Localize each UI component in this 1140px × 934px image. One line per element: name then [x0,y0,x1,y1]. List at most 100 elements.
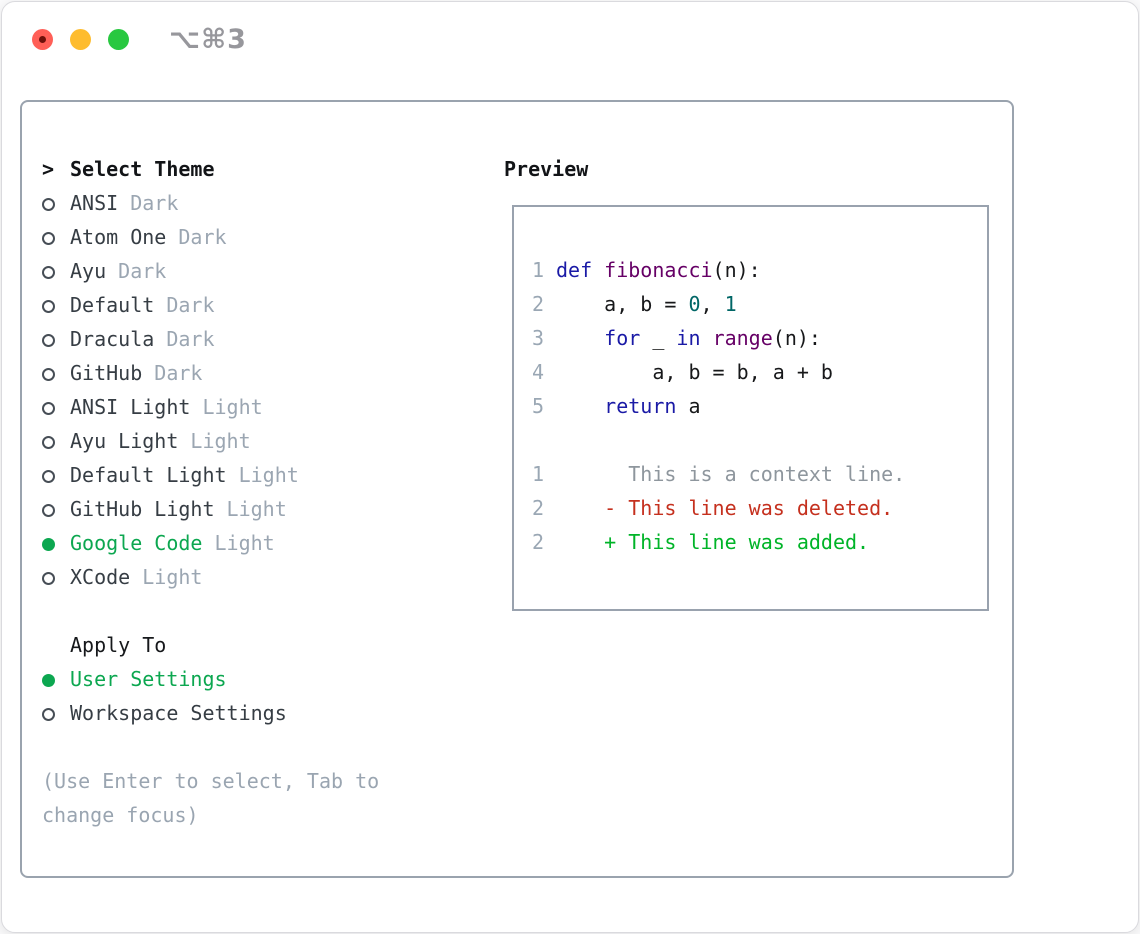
selected-radio-icon [42,674,55,687]
line-number: 2 [532,496,545,520]
line-number: 5 [532,394,545,418]
theme-option[interactable]: Atom One Dark [42,220,472,254]
apply-option-label: User Settings [70,667,227,691]
theme-variant: Dark [166,327,215,351]
theme-name: Default [70,293,155,317]
radio-slot [42,356,70,390]
code-token-keyword: in [676,326,701,350]
code-line: 1 def fibonacci(n): [532,253,987,287]
unsaved-changes-dot-icon [39,36,46,43]
theme-option[interactable]: Default Dark [42,288,472,322]
line-number: 1 [532,258,545,282]
radio-slot [42,560,70,594]
code-token-keyword: return [604,394,677,418]
radio-slot [42,322,70,356]
diff-line-added: 2 + This line was added. [532,525,987,559]
line-number: 2 [532,292,545,316]
code-token-keyword: for [604,326,641,350]
code-token-plain: a, b = [556,292,689,316]
code-token-number: 1 [724,292,737,316]
radio-slot [42,526,70,560]
radio-icon [42,470,55,483]
radio-icon [42,436,55,449]
code-token-plain [592,258,604,282]
theme-name: ANSI Light [70,395,191,419]
radio-icon [42,504,55,517]
code-token-keyword: def [556,258,593,282]
radio-slot [42,424,70,458]
radio-slot [42,254,70,288]
theme-option[interactable]: Google Code Light [42,526,472,560]
theme-option[interactable]: XCode Light [42,560,472,594]
radio-icon [42,572,55,585]
code-line: 5 return a [532,389,987,423]
minimize-button[interactable] [70,29,91,50]
theme-option[interactable]: ANSI Dark [42,186,472,220]
theme-option[interactable]: Default Light Light [42,458,472,492]
radio-slot [42,696,70,730]
apply-option[interactable]: User Settings [42,662,472,696]
apply-option-label: Workspace Settings [70,701,287,725]
spacer [42,730,472,764]
line-number: 4 [532,360,545,384]
apply-to-header: Apply To [42,628,472,662]
apply-option[interactable]: Workspace Settings [42,696,472,730]
theme-variant: Dark [118,259,167,283]
radio-slot [42,492,70,526]
theme-variant: Dark [130,191,179,215]
theme-variant: Light [202,395,263,419]
radio-slot [42,288,70,322]
code-token-plain: (n): [712,258,761,282]
theme-name: Dracula [70,327,155,351]
radio-slot [42,390,70,424]
theme-option[interactable]: ANSI Light Light [42,390,472,424]
close-button[interactable] [32,29,53,50]
cursor-icon: > [42,157,55,181]
radio-icon [42,402,55,415]
theme-name: Ayu [70,259,107,283]
theme-variant: Light [190,429,251,453]
theme-variant: Dark [166,293,215,317]
code-token-plain: a, b = b, a + b [556,360,833,384]
radio-icon [42,232,55,245]
theme-name: Atom One [70,225,167,249]
diff-line-context: 1 This is a context line. [532,457,987,491]
theme-variant: Light [226,497,287,521]
theme-option[interactable]: Dracula Dark [42,322,472,356]
line-number: 1 [532,462,545,486]
code-line: 2 a, b = 0, 1 [532,287,987,321]
theme-option[interactable]: GitHub Dark [42,356,472,390]
radio-slot [42,662,70,696]
code-line: 3 for _ in range(n): [532,321,987,355]
code-token-plain [556,326,604,350]
help-text: (Use Enter to select, Tab to change focu… [42,769,380,827]
theme-name: Ayu Light [70,429,179,453]
zoom-button[interactable] [108,29,129,50]
radio-icon [42,300,55,313]
select-theme-header-label: Select Theme [70,157,215,181]
code-token-function: range [712,326,773,350]
theme-variant: Light [142,565,203,589]
radio-icon [42,266,55,279]
code-token-plain [556,394,604,418]
code-token-plain [701,326,713,350]
code-token-function: fibonacci [604,258,713,282]
radio-slot [42,220,70,254]
radio-icon [42,198,55,211]
theme-name: GitHub Light [70,497,215,521]
line-number: 2 [532,530,545,554]
theme-option[interactable]: Ayu Light Light [42,424,472,458]
blank-line [532,423,987,457]
radio-slot [42,186,70,220]
theme-variant: Light [238,463,299,487]
code-line: 4 a, b = b, a + b [532,355,987,389]
theme-option[interactable]: GitHub Light Light [42,492,472,526]
titlebar [32,29,129,50]
preview-header: Preview [504,157,589,181]
theme-option[interactable]: Ayu Dark [42,254,472,288]
